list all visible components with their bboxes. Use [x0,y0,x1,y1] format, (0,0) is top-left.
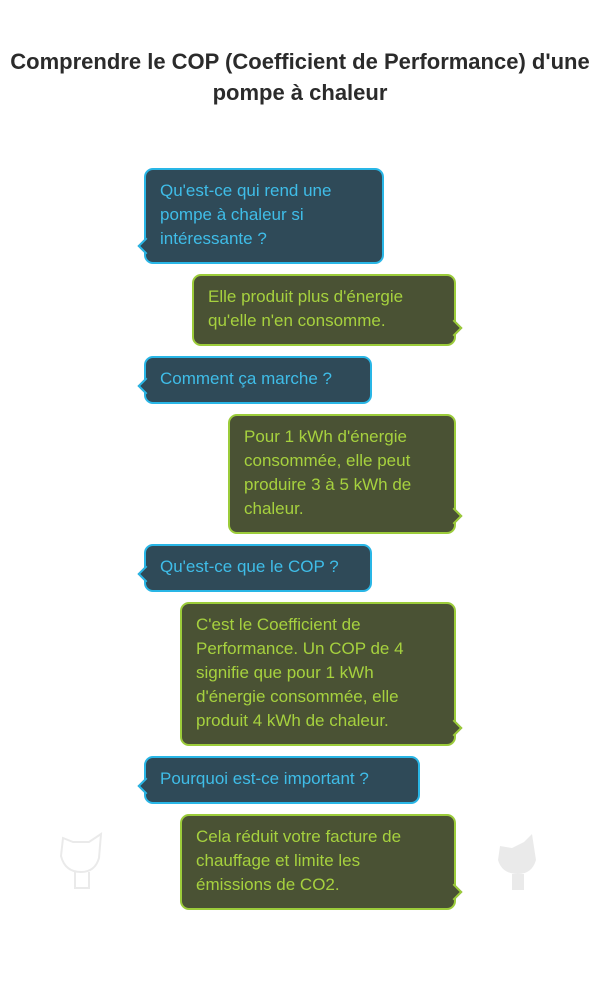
answer-bubble: Elle produit plus d'énergie qu'elle n'en… [192,274,456,346]
page-title: Comprendre le COP (Coefficient de Perfor… [10,49,590,105]
question-bubble: Pourquoi est-ce important ? [144,756,420,804]
answer-bubble: Pour 1 kWh d'énergie consommée, elle peu… [228,414,456,534]
character-right-icon [498,834,536,890]
question-bubble: Qu'est-ce que le COP ? [144,544,372,592]
question-bubble: Qu'est-ce qui rend une pompe à chaleur s… [144,168,384,264]
question-bubble: Comment ça marche ? [144,356,372,404]
answer-bubble: C'est le Coefficient de Performance. Un … [180,602,456,746]
answer-bubble: Cela réduit votre facture de chauffage e… [180,814,456,910]
character-left-icon [59,832,103,889]
